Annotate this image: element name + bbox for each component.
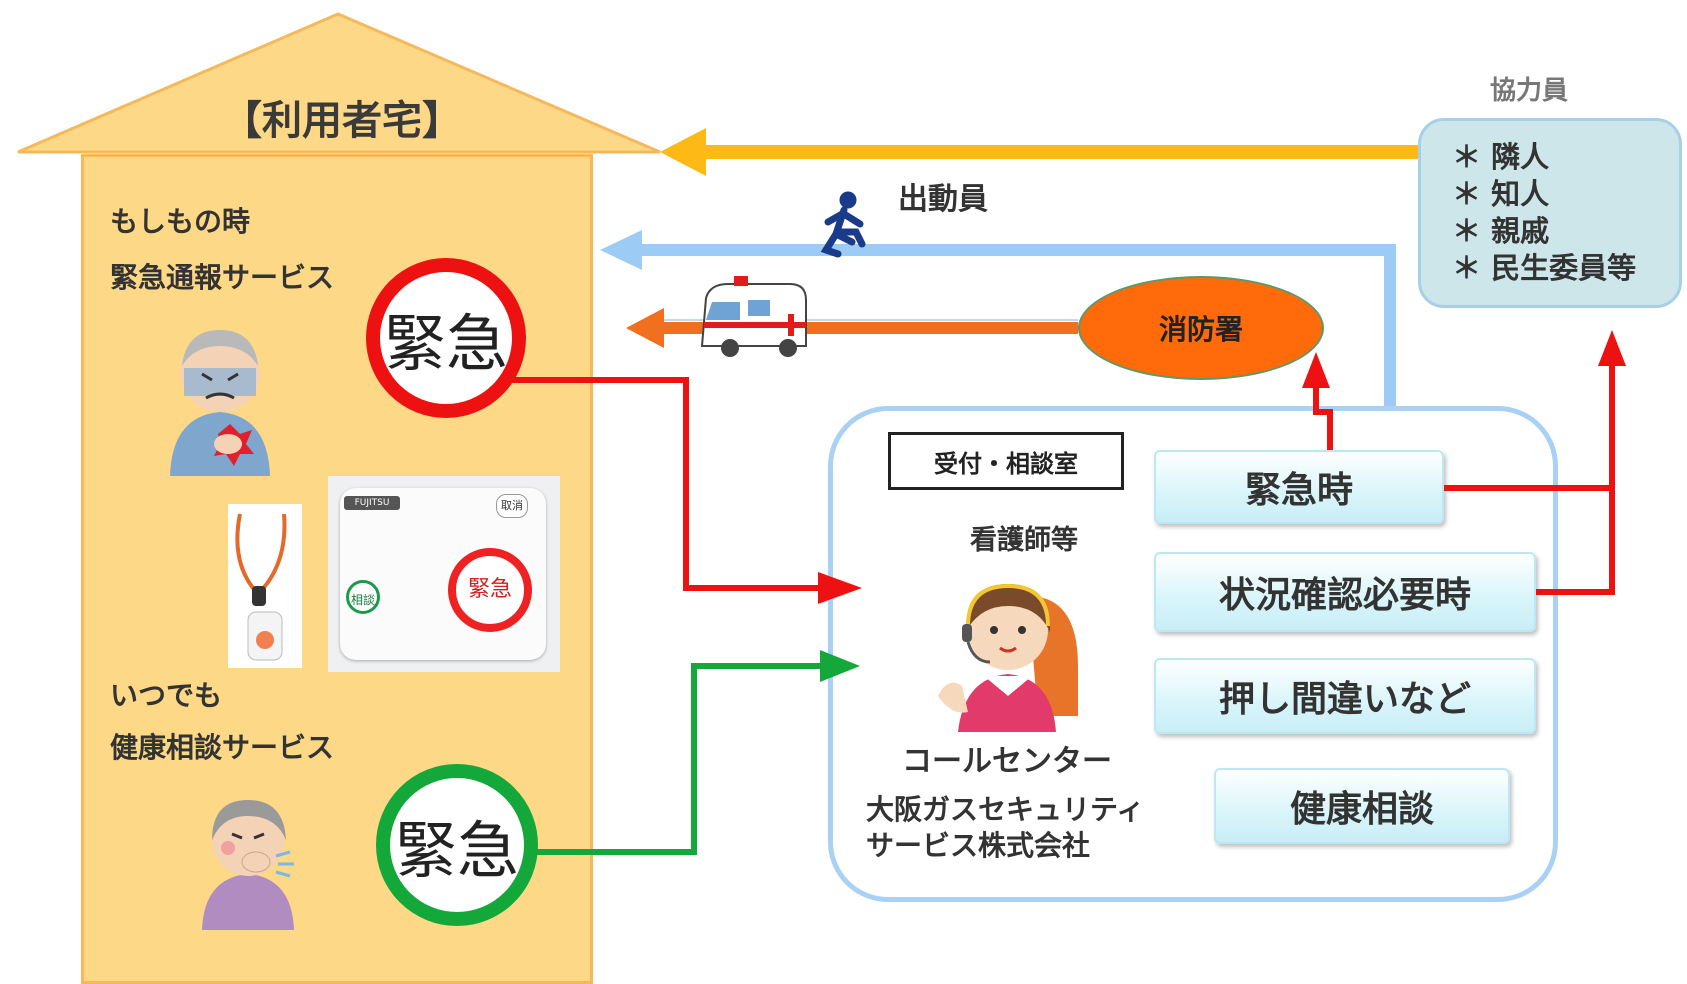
helper-item: ＊ 知人 (1452, 177, 1550, 211)
pendant-device-photo (228, 504, 302, 668)
company-line-2: サービス株式会社 (866, 829, 1091, 862)
device-cancel-button[interactable]: 取消 (496, 494, 528, 518)
device-consult-button[interactable]: 相談 (346, 580, 380, 614)
emergency-heading-2: 緊急通報サービス (110, 261, 335, 294)
fire-station: 消防署 (1078, 276, 1324, 380)
case-status-check: 状況確認必要時 (1154, 552, 1536, 632)
health-heading-2: 健康相談サービス (110, 731, 335, 764)
helpers-box (1418, 118, 1682, 308)
distressed-elderly-icon (170, 330, 270, 476)
company-line-1: 大阪ガスセキュリティ (866, 793, 1145, 826)
staff-label: 看護師等 (970, 525, 1078, 556)
helper-item: ＊ 親戚 (1452, 214, 1550, 248)
operator-icon (938, 583, 1078, 732)
call-center-label: コールセンター (902, 744, 1112, 779)
case-health-consult: 健康相談 (1214, 768, 1510, 844)
health-consult-button-green[interactable]: 緊急 (376, 764, 538, 926)
health-heading-1: いつでも (110, 679, 223, 712)
case-emergency: 緊急時 (1154, 450, 1444, 524)
emergency-heading-1: もしもの時 (110, 205, 251, 238)
helpers-title: 協力員 (1490, 76, 1569, 106)
emergency-button-red[interactable]: 緊急 (366, 258, 526, 418)
reception-label: 受付・相談室 (888, 432, 1124, 490)
device-emergency-button[interactable]: 緊急 (448, 548, 532, 632)
case-mis-press: 押し間違いなど (1154, 658, 1536, 734)
helper-item: ＊ 隣人 (1452, 140, 1550, 174)
helper-item: ＊ 民生委員等 (1452, 251, 1637, 285)
device-brand-label: FUJITSU (344, 496, 400, 510)
coughing-elderly-icon (202, 800, 294, 930)
base-unit-device-photo: FUJITSU 取消 相談 緊急 (328, 476, 560, 672)
house-title: 【利用者宅】 (222, 98, 462, 144)
dispatcher-label: 出動員 (898, 182, 988, 217)
